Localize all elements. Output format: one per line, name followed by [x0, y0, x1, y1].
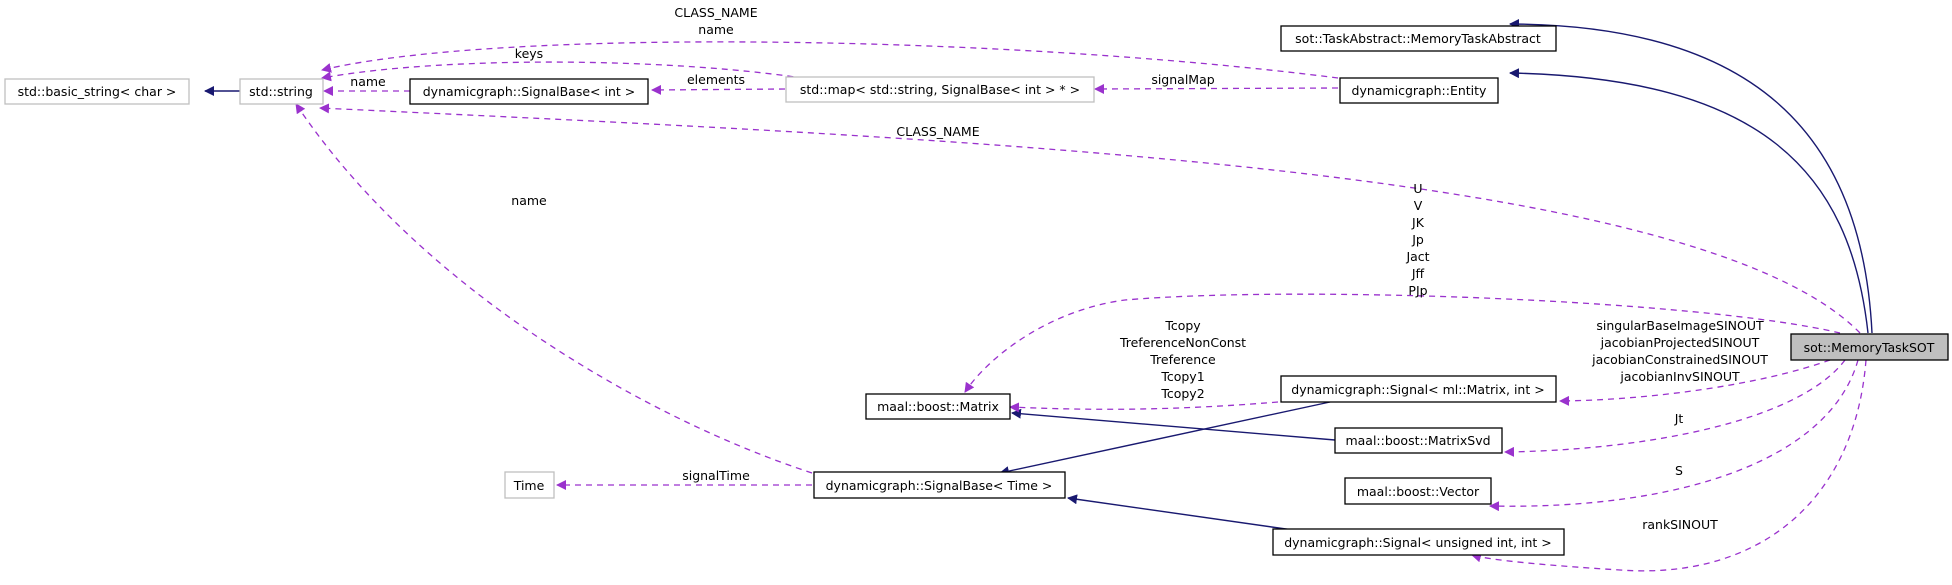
label-signalbase-time-name: name	[511, 193, 547, 208]
node-matrix-svd[interactable]: maal::boost::MatrixSvd	[1334, 427, 1503, 454]
svg-text:sot::TaskAbstract::MemoryTaskA: sot::TaskAbstract::MemoryTaskAbstract	[1295, 31, 1541, 46]
node-signal-matrix[interactable]: dynamicgraph::Signal< ml::Matrix, int >	[1280, 375, 1557, 403]
edge-signal-matrix-to-signalbase-time	[999, 401, 1331, 476]
svg-text:dynamicgraph::Entity: dynamicgraph::Entity	[1352, 83, 1488, 98]
edge-matrix-svd-to-maal-matrix	[1011, 408, 1336, 441]
member-label: jacobianProjectedSINOUT	[1600, 335, 1760, 350]
edge-memory-task-sot-to-entity	[1509, 68, 1869, 334]
node-std-string[interactable]: std::string	[239, 78, 324, 105]
label-matrix-members: U V JK Jp Jact Jff PJp	[1405, 181, 1429, 298]
member-label: TreferenceNonConst	[1119, 335, 1246, 350]
edge-memory-task-sot-class-name-to-string	[319, 103, 1861, 334]
label-signalbase-int-name: name	[350, 74, 386, 89]
nodes: std::basic_string< char > std::string dy…	[4, 25, 1949, 556]
edge-entity-signal-map-to-map	[1094, 83, 1339, 94]
node-std-map[interactable]: std::map< std::string, SignalBase< int >…	[785, 76, 1095, 103]
svg-text:dynamicgraph::Signal< unsigned: dynamicgraph::Signal< unsigned int, int …	[1284, 535, 1552, 550]
label-signal-matrix-members: Tcopy TreferenceNonConst Treference Tcop…	[1119, 318, 1246, 401]
member-label: Jff	[1411, 266, 1425, 281]
member-label: Tcopy1	[1160, 369, 1204, 384]
label-string-name-top: name	[698, 22, 734, 37]
svg-text:std::map< std::string, SignalB: std::map< std::string, SignalBase< int >…	[800, 82, 1080, 97]
svg-text:dynamicgraph::Signal< ml::Matr: dynamicgraph::Signal< ml::Matrix, int >	[1291, 382, 1544, 397]
node-signal-uint[interactable]: dynamicgraph::Signal< unsigned int, int …	[1272, 528, 1565, 556]
edge-signalbase-time-name-to-string	[295, 103, 813, 474]
node-signalbase-time[interactable]: dynamicgraph::SignalBase< Time >	[813, 471, 1066, 499]
member-label: Tcopy	[1164, 318, 1201, 333]
label-string-class-name-mid: CLASS_NAME	[896, 124, 979, 139]
member-label: singularBaseImageSINOUT	[1596, 318, 1764, 333]
edge-memory-task-sot-s-to-vector	[1489, 359, 1859, 512]
svg-text:sot::MemoryTaskSOT: sot::MemoryTaskSOT	[1804, 340, 1935, 355]
svg-text:maal::boost::MatrixSvd: maal::boost::MatrixSvd	[1345, 433, 1490, 448]
edge-memory-task-sot-to-memory-task-abstract	[1509, 19, 1873, 334]
label-svd-member: Jt	[1674, 411, 1684, 426]
member-label: JK	[1411, 215, 1425, 230]
label-sot-signal-matrix-members: singularBaseImageSINOUT jacobianProjecte…	[1591, 318, 1768, 384]
member-label: Tcopy2	[1160, 386, 1204, 401]
node-entity[interactable]: dynamicgraph::Entity	[1339, 77, 1499, 104]
node-time[interactable]: Time	[504, 471, 555, 499]
node-memory-task-abstract[interactable]: sot::TaskAbstract::MemoryTaskAbstract	[1280, 25, 1557, 52]
svg-text:dynamicgraph::SignalBase< int: dynamicgraph::SignalBase< int >	[423, 84, 635, 99]
member-label: Jact	[1405, 249, 1429, 264]
node-maal-matrix[interactable]: maal::boost::Matrix	[865, 393, 1011, 420]
edge-memory-task-sot-matrices-to-maal-matrix	[964, 293, 1841, 393]
svg-text:std::basic_string< char >: std::basic_string< char >	[18, 84, 177, 99]
member-label: jacobianConstrainedSINOUT	[1591, 352, 1768, 367]
edge-memory-task-sot-jt-to-matrix-svd	[1504, 359, 1846, 457]
member-label: PJp	[1408, 283, 1427, 298]
member-label: Jp	[1411, 232, 1424, 247]
edge-signal-uint-to-signalbase-time	[1067, 494, 1301, 532]
svg-text:dynamicgraph::SignalBase< Time: dynamicgraph::SignalBase< Time >	[826, 478, 1053, 493]
edge-signal-matrix-tcopy-to-maal-matrix	[1009, 401, 1279, 413]
svg-text:std::string: std::string	[249, 84, 313, 99]
label-rank-member: rankSINOUT	[1642, 517, 1718, 532]
edge-map-elements-to-signalbase-int	[651, 84, 786, 95]
member-label: V	[1414, 198, 1423, 213]
label-map-elements: elements	[687, 72, 745, 87]
label-string-keys: keys	[515, 46, 543, 61]
edges	[204, 19, 1873, 572]
edge-labels: CLASS_NAME name keys name elements signa…	[350, 5, 1768, 532]
member-label: U	[1413, 181, 1422, 196]
member-label: jacobianInvSINOUT	[1619, 369, 1740, 384]
node-basic-string[interactable]: std::basic_string< char >	[4, 78, 190, 105]
label-signal-time: signalTime	[682, 468, 750, 483]
label-entity-signal-map: signalMap	[1151, 72, 1214, 87]
svg-text:Time: Time	[513, 478, 545, 493]
edge-entity-class-name-to-string	[321, 41, 1339, 79]
svg-text:maal::boost::Vector: maal::boost::Vector	[1357, 484, 1480, 499]
node-signalbase-int[interactable]: dynamicgraph::SignalBase< int >	[409, 78, 649, 105]
label-string-class-name-top: CLASS_NAME	[674, 5, 757, 20]
member-label: Treference	[1149, 352, 1216, 367]
svg-text:maal::boost::Matrix: maal::boost::Matrix	[877, 399, 999, 414]
node-maal-vector[interactable]: maal::boost::Vector	[1344, 477, 1492, 505]
label-vector-member: S	[1675, 463, 1683, 478]
edge-memory-task-sot-rank-to-signal-uint	[1471, 359, 1867, 572]
node-memory-task-sot[interactable]: sot::MemoryTaskSOT	[1790, 333, 1949, 361]
